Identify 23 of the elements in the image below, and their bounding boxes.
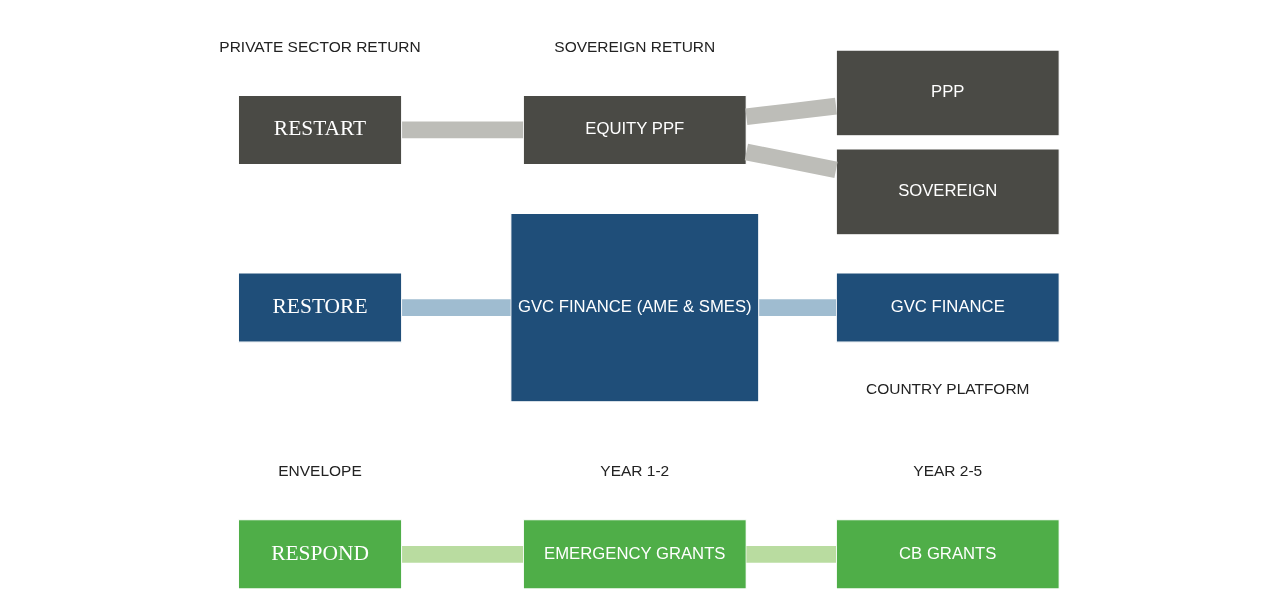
node-box: SOVEREIGN (835, 148, 1060, 236)
label: SOVEREIGN RETURN (553, 37, 715, 55)
connector (744, 143, 838, 179)
label: YEAR 1-2 (599, 462, 669, 480)
connector (401, 121, 523, 139)
connector (401, 299, 511, 316)
connector (758, 299, 836, 316)
label: YEAR 2-5 (912, 462, 982, 480)
node-box: PPP (835, 49, 1060, 137)
node-box: GVC FINANCE (AME & SMES) (509, 212, 759, 403)
label: COUNTRY PLATFORM (865, 379, 1029, 397)
node-box: RESTORE (237, 272, 402, 343)
connector (745, 546, 836, 563)
label: ENVELOPE (277, 462, 362, 480)
node-box: EQUITY PPF (522, 94, 747, 166)
label: PRIVATE SECTOR RETURN (218, 37, 421, 55)
node-box: GVC FINANCE (835, 272, 1060, 343)
node-box: EMERGENCY GRANTS (522, 519, 747, 590)
node-box: RESTART (237, 94, 402, 166)
node-box: CB GRANTS (835, 519, 1060, 590)
connector (744, 97, 837, 126)
connector (401, 546, 523, 563)
node-box: RESPOND (237, 519, 402, 590)
